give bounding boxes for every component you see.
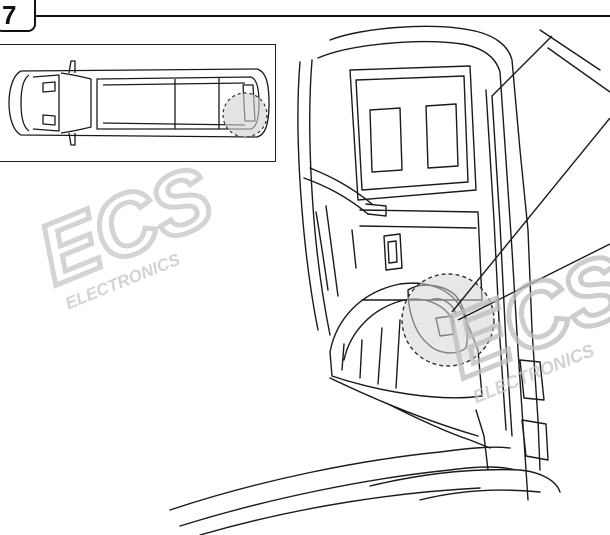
step-number-badge: 7 xyxy=(0,0,36,32)
vehicle-overview-inset xyxy=(0,44,276,162)
header-rule xyxy=(36,15,610,17)
step-number: 7 xyxy=(2,0,17,30)
callout-leader-lines xyxy=(451,35,610,321)
van-top-view-icon xyxy=(8,60,270,146)
overview-highlight-circle xyxy=(222,92,268,138)
fastening-point-highlight xyxy=(401,273,495,367)
